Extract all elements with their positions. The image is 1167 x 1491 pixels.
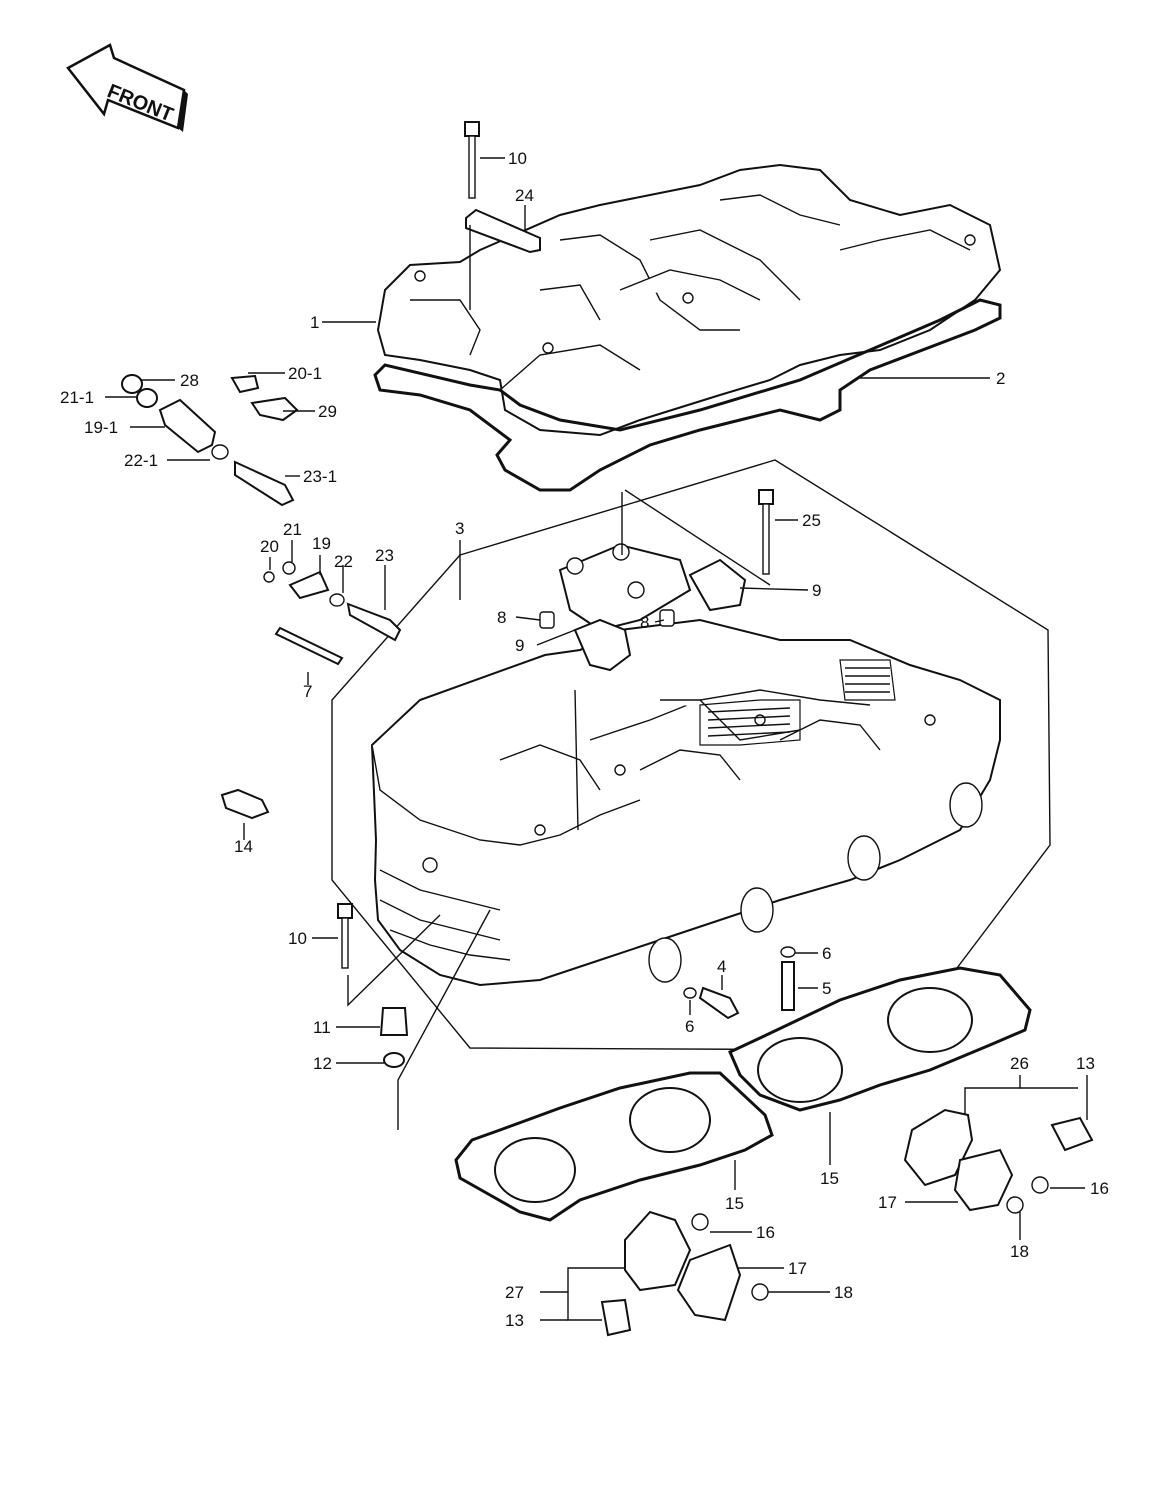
callout-label: 20-1 xyxy=(288,364,322,383)
cover-washer-plate xyxy=(465,208,541,254)
callout-label: 19 xyxy=(312,534,331,553)
callout-label: 18 xyxy=(1010,1242,1029,1261)
callout-label: 20 xyxy=(260,537,279,556)
callout-label: 8 xyxy=(497,608,506,627)
dowel-pin xyxy=(539,609,675,629)
callout-label: 21 xyxy=(283,520,302,539)
callout-labels: 10 24 1 2 28 21-1 19-1 22-1 20-1 29 23-1… xyxy=(60,149,1109,1330)
callout-label: 22-1 xyxy=(124,451,158,470)
callout-label: 6 xyxy=(685,1017,694,1036)
cover-gasket xyxy=(373,298,1002,492)
callout-label: 7 xyxy=(303,682,312,701)
callout-label: 11 xyxy=(313,1018,331,1037)
callout-label: 28 xyxy=(180,371,199,390)
head-gasket-left xyxy=(454,1071,774,1222)
carb-holder-right xyxy=(903,1108,1094,1214)
camshaft-cap xyxy=(558,543,747,672)
cylinder-head-cover xyxy=(376,163,1002,437)
callout-label: 24 xyxy=(515,186,534,205)
callout-label: 9 xyxy=(515,636,524,655)
half-moon-plug xyxy=(220,788,270,820)
tach-drive-assembly xyxy=(121,374,402,642)
cylinder-head xyxy=(370,618,1001,987)
carb-holder-left xyxy=(600,1210,769,1337)
callout-label: 10 xyxy=(508,149,527,168)
oil-plug xyxy=(379,1007,409,1036)
leader-lines xyxy=(105,157,1088,1321)
callout-label: 22 xyxy=(334,552,353,571)
callout-label: 25 xyxy=(802,511,821,530)
callout-label: 5 xyxy=(822,979,831,998)
callout-label: 9 xyxy=(812,581,821,600)
callout-label: 8 xyxy=(640,613,649,632)
callout-label: 15 xyxy=(725,1194,744,1213)
callout-label: 29 xyxy=(318,402,337,421)
callout-label: 15 xyxy=(820,1169,839,1188)
callout-label: 14 xyxy=(234,837,253,856)
callout-label: 12 xyxy=(313,1054,332,1073)
callout-label: 4 xyxy=(717,957,726,976)
callout-label: 10 xyxy=(288,929,307,948)
head-gasket-right xyxy=(728,966,1032,1112)
plug-washer xyxy=(383,1052,405,1068)
callout-label: 19-1 xyxy=(84,418,118,437)
callout-label: 27 xyxy=(505,1283,524,1302)
callout-label: 16 xyxy=(756,1223,775,1242)
callout-label: 3 xyxy=(455,519,464,538)
cover-bolt xyxy=(464,121,480,199)
callout-label: 17 xyxy=(878,1193,897,1212)
callout-label: 17 xyxy=(788,1259,807,1278)
callout-label: 23-1 xyxy=(303,467,337,486)
callout-label: 1 xyxy=(310,313,319,332)
callout-label: 26 xyxy=(1010,1054,1029,1073)
head-bolt xyxy=(758,489,774,575)
front-arrow-icon: FRONT xyxy=(66,43,188,132)
valve-parts xyxy=(683,946,796,1020)
callout-label: 21-1 xyxy=(60,388,94,407)
callout-label: 23 xyxy=(375,546,394,565)
callout-label: 16 xyxy=(1090,1179,1109,1198)
callout-label: 18 xyxy=(834,1283,853,1302)
callout-label: 13 xyxy=(505,1311,524,1330)
callout-label: 13 xyxy=(1076,1054,1095,1073)
pin xyxy=(274,626,344,666)
callout-label: 6 xyxy=(822,944,831,963)
callout-label: 2 xyxy=(996,369,1005,388)
lower-bolt xyxy=(337,903,353,969)
